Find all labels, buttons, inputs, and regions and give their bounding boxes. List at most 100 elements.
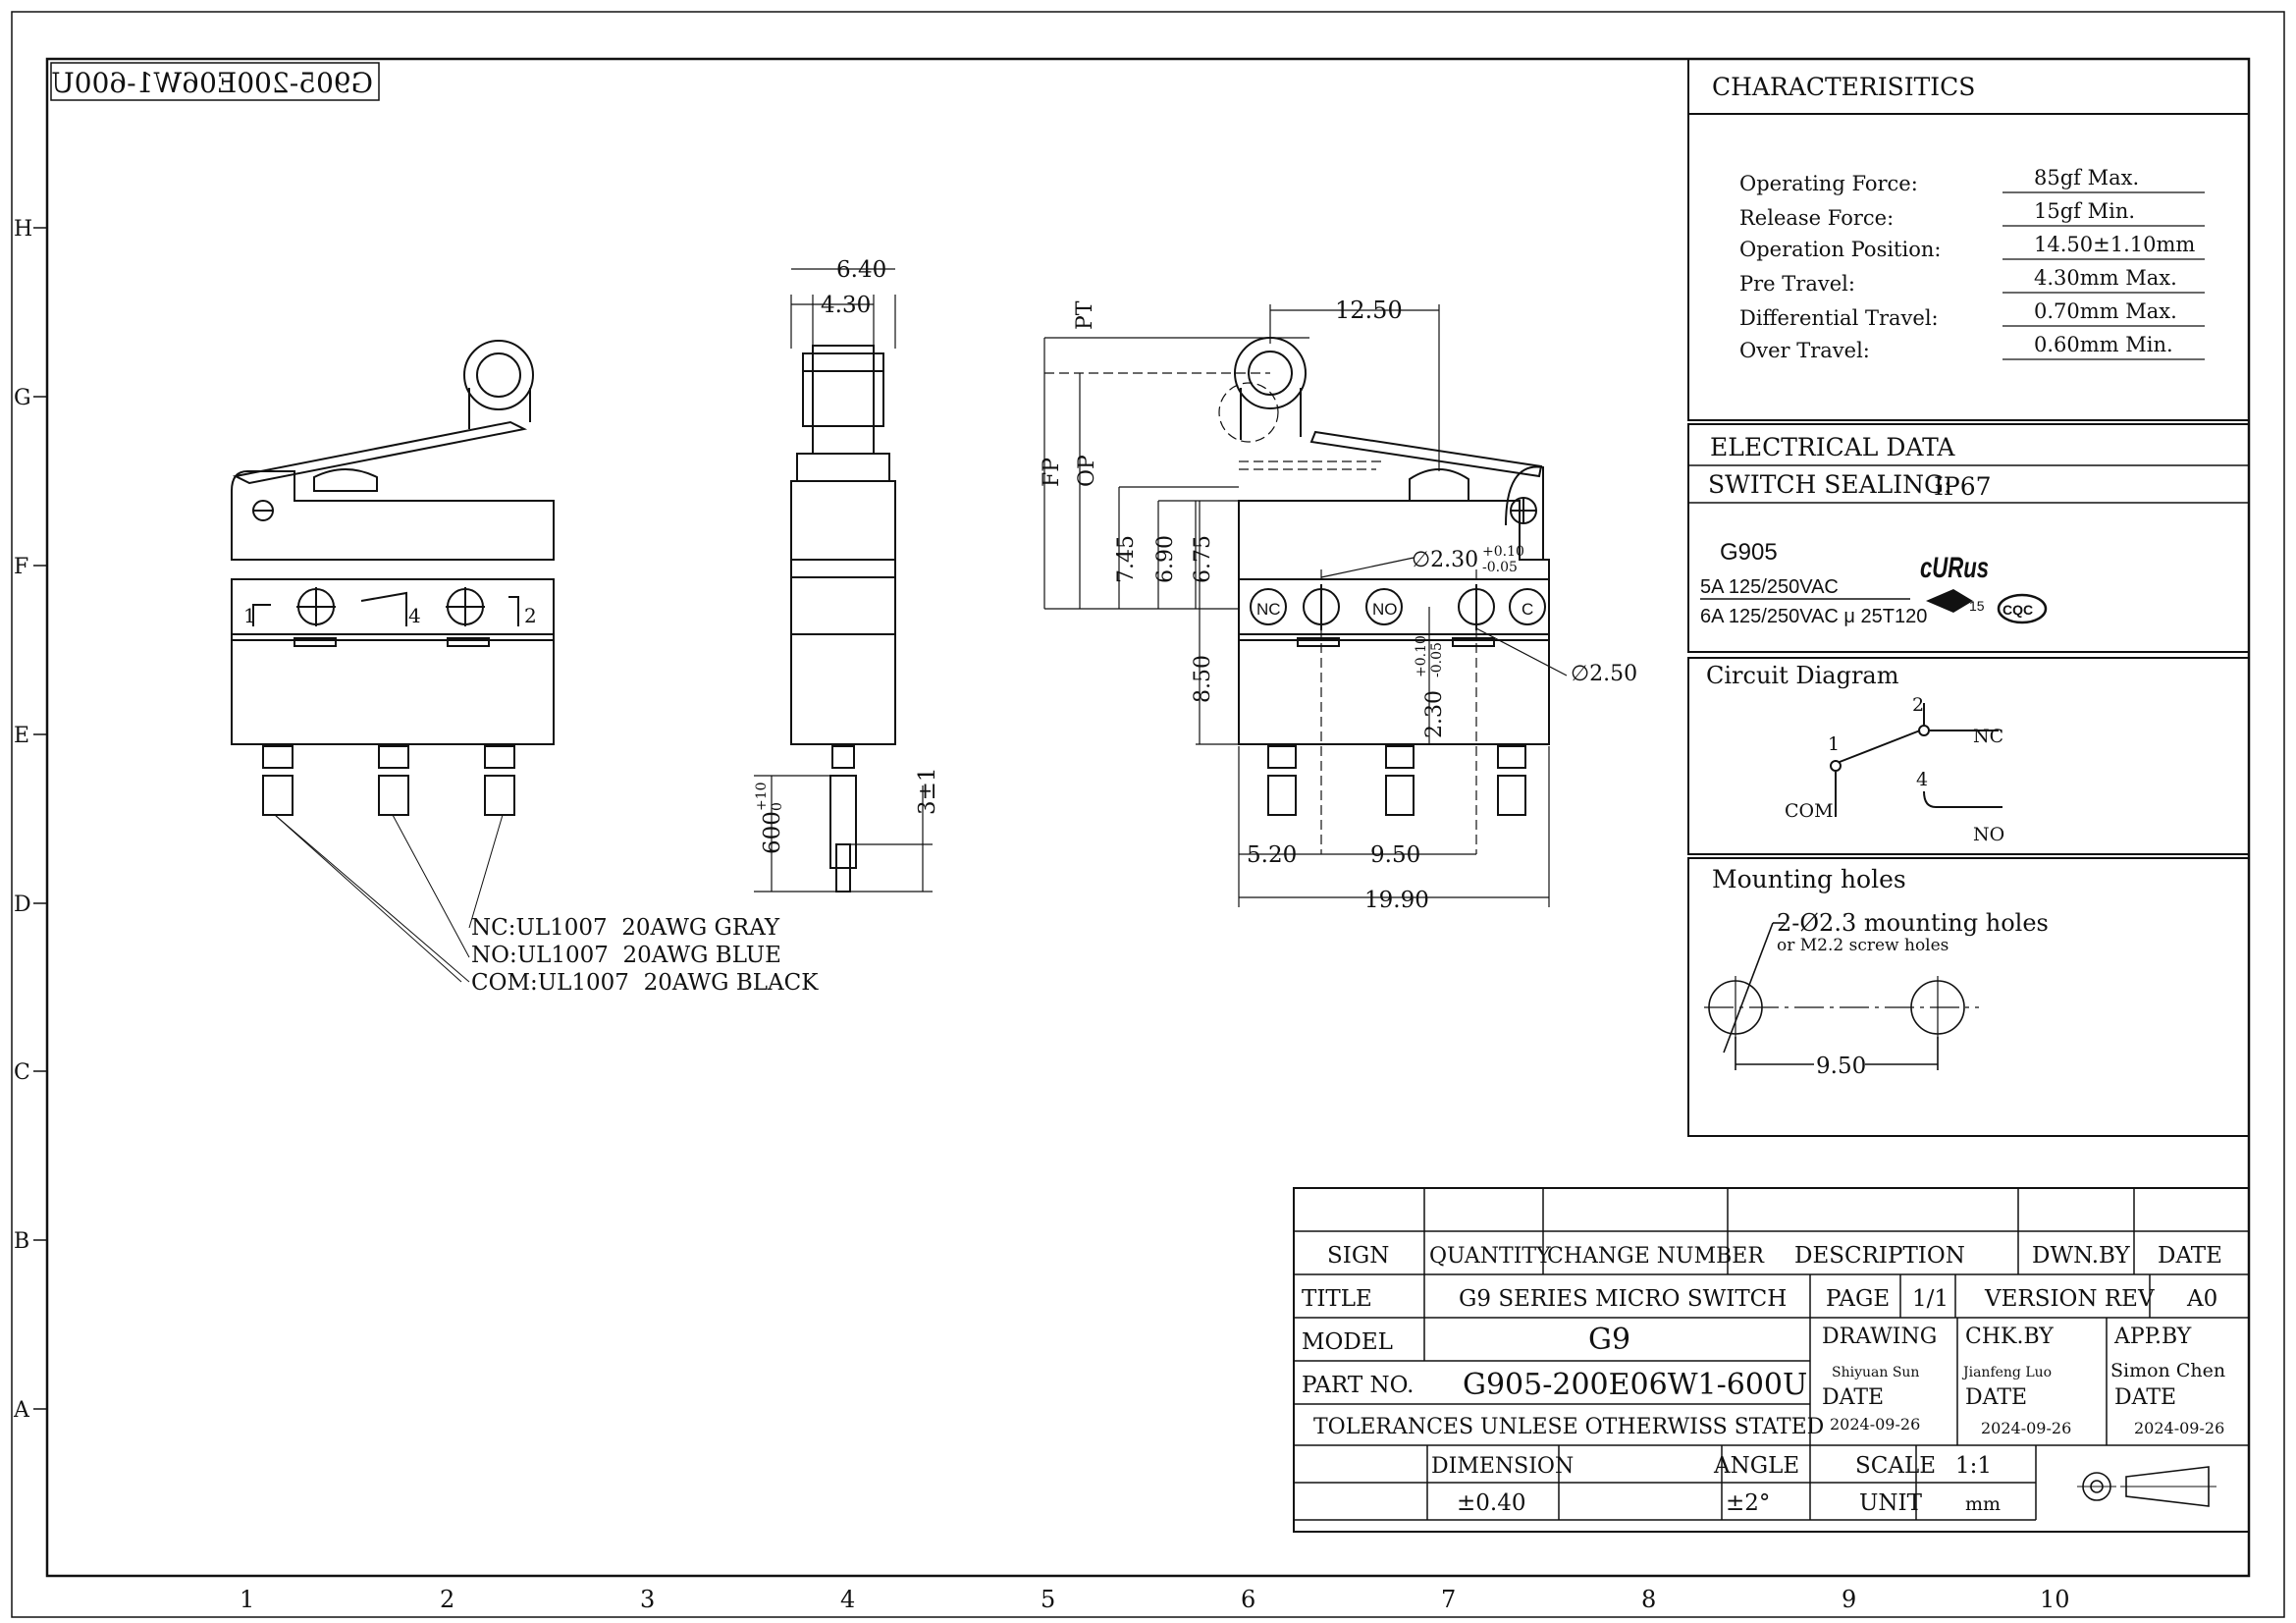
dim-dia-2-50: ∅2.50: [1571, 662, 1637, 686]
tb-scale-value: 1:1: [1955, 1453, 1992, 1479]
tb-date1-label: DATE: [1822, 1385, 1884, 1410]
dim-600: 600: [760, 811, 785, 854]
dim-7-45: 7.45: [1114, 535, 1139, 583]
label-fp: FP: [1040, 458, 1064, 487]
grid-row-a: A: [13, 1398, 30, 1423]
projection-symbol-icon: [2077, 1466, 2216, 1507]
main-view-dims: [1043, 304, 1568, 907]
circuit-com: COM: [1785, 800, 1834, 822]
terminal-nc: NC: [1256, 600, 1281, 619]
tb-sign: SIGN: [1327, 1243, 1389, 1269]
main-view: [1234, 337, 1550, 816]
tb-title-value: G9 SERIES MICRO SWITCH: [1459, 1286, 1787, 1312]
svg-text:Operation Position:: Operation Position:: [1739, 238, 1941, 261]
svg-text:G905-200E06W1-600U: G905-200E06W1-600U: [51, 67, 373, 99]
grid-row-f: F: [14, 555, 28, 579]
tb-chk-label: CHK.BY: [1965, 1325, 2054, 1349]
grid-col-2: 2: [440, 1586, 454, 1613]
tb-angle-value: ±2°: [1726, 1490, 1770, 1516]
svg-text:15gf Min.: 15gf Min.: [2034, 199, 2135, 223]
ul-mark-icon: cURus: [1920, 552, 1989, 584]
rating-1: 5A 125/250VAC: [1700, 576, 1839, 598]
circuit-nc: NC: [1973, 726, 2003, 747]
tb-drawing-name: Shiyuan Sun: [1832, 1365, 1919, 1380]
wire-nc-label: NC:UL1007 20AWG GRAY: [471, 915, 780, 941]
tb-scale-label: SCALE: [1855, 1453, 1936, 1479]
svg-text:Pre Travel:: Pre Travel:: [1739, 272, 1855, 296]
sealing-label: SWITCH SEALING:: [1708, 470, 1951, 499]
tb-tolerances: TOLERANCES UNLESE OTHERWISS STATED: [1313, 1415, 1824, 1439]
tb-angle-label: ANGLE: [1713, 1453, 1799, 1479]
circuit-pin-1: 1: [1828, 733, 1840, 755]
mounting-pitch: 9.50: [1816, 1054, 1866, 1079]
tb-version-label: VERSION REV: [1984, 1286, 2155, 1312]
grid-col-10: 10: [2040, 1586, 2070, 1613]
cqc-mark-icon: CQC: [1997, 593, 2048, 624]
tb-date3: 2024-09-26: [2134, 1419, 2224, 1437]
pin-4-label: 4: [408, 604, 421, 627]
circuit-no: NO: [1973, 824, 2004, 845]
svg-text:0.60mm Min.: 0.60mm Min.: [2034, 333, 2173, 356]
main-view-dashed: [1044, 372, 1477, 854]
tb-page-label: PAGE: [1826, 1286, 1890, 1312]
tb-unit-label: UNIT: [1859, 1490, 1923, 1516]
svg-text:-0.05: -0.05: [1429, 642, 1445, 677]
terminal-c: C: [1522, 600, 1533, 619]
svg-text:Over Travel:: Over Travel:: [1739, 339, 1870, 362]
grid-row-d: D: [14, 893, 31, 917]
tb-quantity: QUANTITY: [1429, 1244, 1551, 1269]
grid-row-c: C: [14, 1060, 30, 1085]
svg-text:Differential Travel:: Differential Travel:: [1739, 306, 1939, 330]
svg-text:0: 0: [770, 802, 785, 811]
circuit-title: Circuit Diagram: [1706, 662, 1899, 689]
svg-text:CQC: CQC: [2002, 602, 2033, 618]
wire-no-label: NO:UL1007 20AWG BLUE: [471, 943, 781, 968]
front-view-text: 1 4 2 NC:UL1007 20AWG GRAY NO:UL1007 20A…: [243, 604, 819, 996]
svg-text:Release Force:: Release Force:: [1739, 206, 1894, 230]
tb-dimension-value: ±0.40: [1457, 1490, 1525, 1516]
dim-19-90: 19.90: [1364, 888, 1429, 913]
grid-col-7: 7: [1441, 1586, 1456, 1613]
mounting-panel: Mounting holes 2-Ø2.3 mounting holes or …: [1687, 857, 2250, 1137]
tb-version-value: A0: [2186, 1286, 2217, 1312]
mounting-note-2: or M2.2 screw holes: [1777, 936, 1949, 955]
svg-text:Operating Force:: Operating Force:: [1739, 172, 1918, 195]
label-op: OP: [1075, 455, 1099, 487]
svg-text:85gf Max.: 85gf Max.: [2034, 166, 2139, 189]
circuit-panel: Circuit Diagram 2 1 4 COM NC NO: [1687, 657, 2250, 855]
grid-row-ticks: [33, 227, 47, 1410]
svg-text:14.50±1.10mm: 14.50±1.10mm: [2034, 233, 2195, 256]
grid-col-labels: 1 2 3 4 5 6 7 8 9 10: [240, 1586, 2070, 1613]
svg-text:15: 15: [1969, 598, 1985, 614]
grid-row-b: B: [14, 1229, 29, 1254]
svg-text:+10: +10: [754, 782, 770, 811]
dim-hole-offset: 2.30: [1422, 690, 1447, 738]
grid-row-h: H: [14, 217, 32, 242]
grid-col-5: 5: [1041, 1586, 1055, 1613]
grid-row-g: G: [14, 386, 31, 410]
dim-6-75: 6.75: [1191, 535, 1215, 583]
grid-col-6: 6: [1241, 1586, 1255, 1613]
side-view-dims: [754, 268, 933, 893]
dim-4-30: 4.30: [821, 293, 871, 318]
characteristics-title: CHARACTERISITICS: [1712, 73, 1975, 101]
wire-com-label: COM:UL1007 20AWG BLACK: [471, 970, 819, 996]
tb-date1: 2024-09-26: [1830, 1415, 1920, 1434]
tb-dimension-label: DIMENSION: [1431, 1454, 1574, 1479]
mounting-title: Mounting holes: [1712, 865, 1906, 893]
tb-date3-label: DATE: [2114, 1385, 2176, 1410]
grid-col-1: 1: [240, 1586, 254, 1613]
tb-date-header: DATE: [2158, 1243, 2222, 1269]
dim-6-90: 6.90: [1153, 535, 1178, 583]
front-view: [231, 340, 555, 983]
terminal-no: NO: [1372, 600, 1398, 619]
dim-6-40: 6.40: [836, 257, 886, 283]
svg-text:-0.05: -0.05: [1482, 560, 1518, 575]
svg-text:+0.10: +0.10: [1482, 544, 1524, 560]
electrical-panel: ELECTRICAL DATA SWITCH SEALING: IP67 G90…: [1687, 423, 2250, 653]
characteristics-panel: CHARACTERISITICS Operating Force: Releas…: [1687, 58, 2250, 421]
grid-col-4: 4: [840, 1586, 855, 1613]
label-pt: PT: [1073, 300, 1097, 330]
rating-2: 6A 125/250VAC μ 25T120: [1700, 606, 1927, 627]
main-view-dim-text: 12.50 PT FP OP 7.45 6.90 6.75 8.50 ∅2.30…: [1040, 297, 1637, 913]
